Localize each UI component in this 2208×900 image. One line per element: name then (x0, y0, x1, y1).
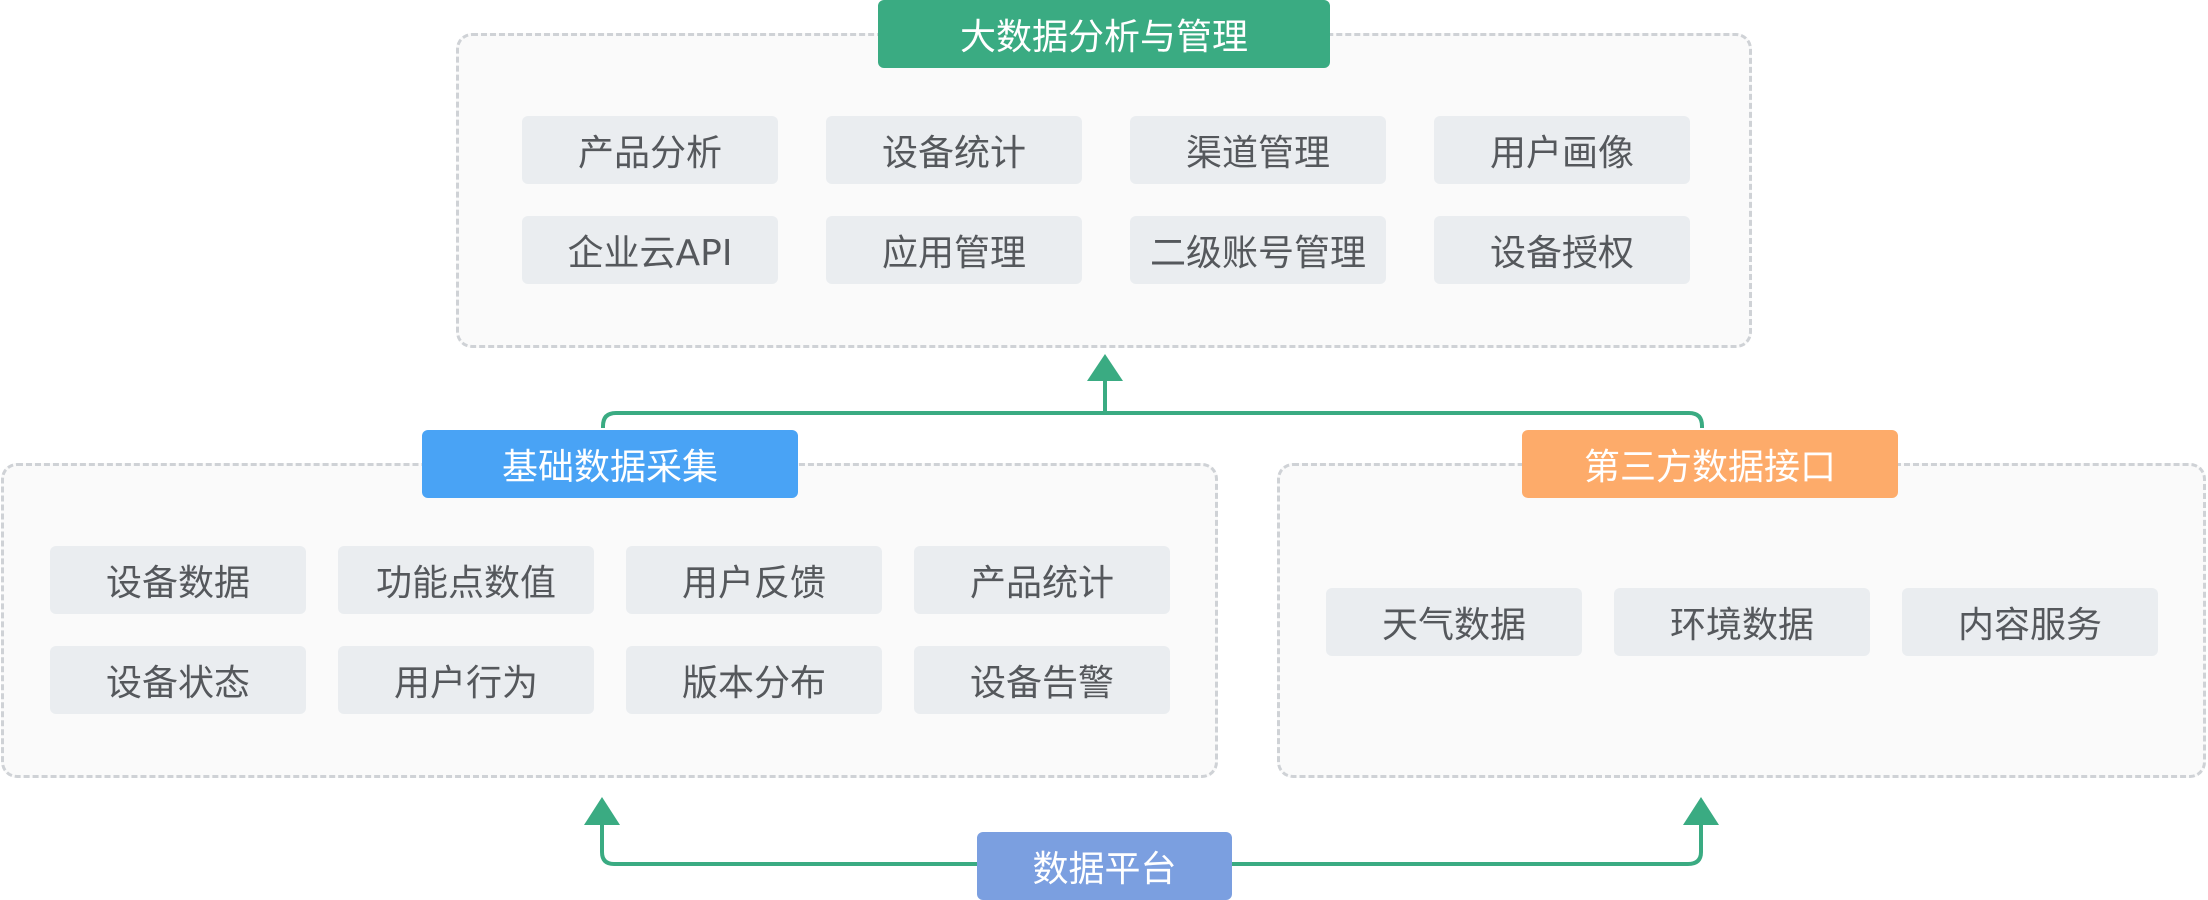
connector-bottom-to-right (1232, 820, 1703, 866)
big-data-group (456, 33, 1752, 348)
data-collection-group-title: 基础数据采集 (422, 430, 798, 498)
connector-bottom-to-left (600, 820, 977, 866)
item-user-behavior: 用户行为 (338, 646, 594, 714)
item-device-statistics: 设备统计 (826, 116, 1082, 184)
item-sub-account-management: 二级账号管理 (1130, 216, 1386, 284)
item-device-alarm: 设备告警 (914, 646, 1170, 714)
data-collection-group (1, 463, 1218, 778)
item-function-values: 功能点数值 (338, 546, 594, 614)
item-user-profile: 用户画像 (1434, 116, 1690, 184)
item-enterprise-cloud-api: 企业云API (522, 216, 778, 284)
arrow-up-icon (1087, 354, 1123, 381)
item-content-service: 内容服务 (1902, 588, 2158, 656)
big-data-group-title: 大数据分析与管理 (878, 0, 1330, 68)
data-platform-title: 数据平台 (977, 832, 1232, 900)
item-environment-data: 环境数据 (1614, 588, 1870, 656)
item-product-statistics: 产品统计 (914, 546, 1170, 614)
item-device-status: 设备状态 (50, 646, 306, 714)
item-user-feedback: 用户反馈 (626, 546, 882, 614)
item-device-data: 设备数据 (50, 546, 306, 614)
connector-left-to-top (601, 411, 1105, 428)
third-party-group-title: 第三方数据接口 (1522, 430, 1898, 498)
item-app-management: 应用管理 (826, 216, 1082, 284)
arrow-up-icon (1683, 797, 1719, 825)
connector-right-to-top (1105, 411, 1704, 428)
item-device-authorization: 设备授权 (1434, 216, 1690, 284)
item-weather-data: 天气数据 (1326, 588, 1582, 656)
item-product-analysis: 产品分析 (522, 116, 778, 184)
arrow-up-icon (584, 797, 620, 825)
item-version-distribution: 版本分布 (626, 646, 882, 714)
item-channel-management: 渠道管理 (1130, 116, 1386, 184)
